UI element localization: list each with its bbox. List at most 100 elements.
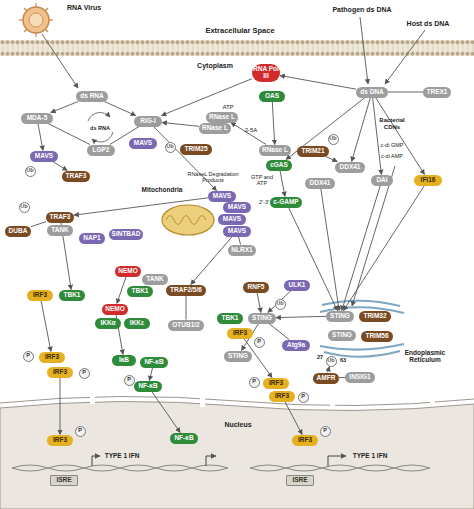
- node-text: TRAF2/5/6: [170, 287, 202, 294]
- protein-node: NF-κB: [140, 357, 168, 368]
- protein-node: RNase L: [206, 112, 238, 123]
- node-text: TANK: [51, 227, 69, 234]
- protein-node: STING: [248, 313, 276, 324]
- promoter-box: ISRE: [286, 475, 314, 486]
- protein-node: TANK: [47, 225, 73, 236]
- node-text: RNase L: [209, 114, 235, 121]
- protein-node: NLRX1: [228, 245, 256, 256]
- text-label: Endoplasmic Reticulum: [403, 349, 447, 363]
- text-label: RNaseL Degradation Products: [187, 171, 239, 183]
- protein-node: TBK1: [217, 313, 243, 324]
- protein-node: Atg9a: [282, 340, 310, 351]
- phosphate-tag: P: [249, 377, 260, 388]
- text-label: Mitochondria: [142, 186, 183, 193]
- node-text: MDA-5: [27, 115, 48, 122]
- node-text: TREX1: [427, 89, 448, 96]
- node-text: STING: [252, 315, 272, 322]
- node-text: NEMO: [118, 268, 138, 275]
- protein-node: MAVS: [30, 151, 58, 162]
- node-text: Ub: [26, 168, 33, 174]
- endoplasmic-reticulum: [320, 301, 404, 357]
- entry-arrow: [42, 34, 78, 88]
- protein-node: IκB: [112, 355, 136, 366]
- phosphate-tag: P: [23, 351, 34, 362]
- signal-arrow: [60, 378, 61, 435]
- node-text: LGP2: [93, 147, 110, 154]
- node-text: INSIG1: [349, 374, 370, 381]
- node-text: Ub: [166, 144, 173, 150]
- protein-node: DDX41: [335, 162, 365, 173]
- node-text: ISRE: [56, 477, 71, 484]
- text-label: c-di GMP: [381, 142, 404, 148]
- node-text: DDX41: [310, 180, 331, 187]
- protein-node: NAP1: [79, 233, 105, 244]
- protein-node: TRIM32: [359, 311, 391, 322]
- protein-node: ds DNA: [356, 87, 388, 98]
- text-label: Cytoplasm: [197, 62, 233, 70]
- protein-node: TRAF3: [62, 171, 90, 182]
- plasma-membrane: [0, 40, 474, 56]
- text-label: Bacterial CDNs: [372, 117, 412, 130]
- text-label: TYPE 1 IFN: [105, 452, 140, 459]
- signal-arrow: [328, 367, 330, 373]
- node-text: RIG-I: [140, 118, 156, 125]
- text-label: 2-5A: [245, 127, 258, 134]
- node-text: TRIM25: [184, 146, 207, 153]
- signal-arrow: [272, 102, 274, 145]
- signal-arrow: [268, 291, 291, 313]
- ubiquitin-tag: Ub: [326, 356, 337, 367]
- protein-node: cGAS: [266, 160, 292, 171]
- protein-node: TBK1: [59, 290, 85, 301]
- signal-arrow: [238, 237, 240, 245]
- signal-arrow: [285, 402, 302, 435]
- protein-node: RNF5: [243, 282, 269, 293]
- signal-arrow: [162, 79, 252, 116]
- ubiquitin-tag: Ub: [328, 134, 339, 145]
- node-text: Ub: [20, 204, 27, 210]
- signal-arrow: [48, 124, 90, 145]
- node-text: IKKα: [100, 320, 115, 327]
- node-text: c-GAMP: [273, 199, 298, 206]
- signal-arrow: [117, 277, 126, 304]
- node-text: TBK1: [222, 315, 239, 322]
- protein-node: IFI16: [414, 175, 442, 186]
- node-text: TBK1: [132, 288, 149, 295]
- text-label: ATP: [222, 104, 233, 111]
- node-text: TANK: [146, 276, 164, 283]
- node-text: IRF3: [53, 369, 67, 376]
- node-text: P: [127, 377, 131, 383]
- signal-arrow: [269, 324, 289, 340]
- signal-arrow: [191, 237, 232, 285]
- node-text: Ub: [329, 136, 336, 142]
- node-text: TRIM21: [301, 148, 324, 155]
- protein-node: NF-κB: [134, 381, 162, 392]
- node-text: P: [301, 394, 305, 400]
- node-text: MAVS: [228, 228, 246, 235]
- protein-node: MAVS: [208, 191, 236, 202]
- node-text: P: [82, 370, 86, 376]
- signal-arrow: [373, 98, 382, 175]
- protein-node: TRIM25: [180, 144, 212, 155]
- promoter-box: ISRE: [50, 475, 78, 486]
- node-text: ISRE: [292, 477, 307, 484]
- protein-node: IRF3: [47, 435, 73, 446]
- signal-arrow: [388, 92, 423, 93]
- mitochondrion: [162, 205, 214, 235]
- text-label: 27: [317, 354, 323, 360]
- protein-node: NF-κB: [170, 433, 198, 444]
- node-text: NF-κB: [144, 359, 163, 366]
- signal-arrow: [342, 186, 381, 311]
- text-label: GTP and ATP: [247, 174, 277, 186]
- signal-arrow: [344, 186, 425, 311]
- protein-node: TRAF3: [46, 212, 74, 223]
- text-label: Nucleus: [224, 421, 251, 429]
- signal-arrow: [74, 198, 208, 215]
- protein-node: IKKα: [95, 318, 121, 329]
- protein-node: DAI: [371, 175, 393, 186]
- protein-node: OTUB1/2: [168, 320, 204, 331]
- protein-node: MDA-5: [21, 113, 53, 124]
- node-text: TBK1: [64, 292, 81, 299]
- protein-node: IRF3: [39, 352, 65, 363]
- text-label: 63: [340, 357, 346, 363]
- ubiquitin-tag: Ub: [275, 299, 286, 310]
